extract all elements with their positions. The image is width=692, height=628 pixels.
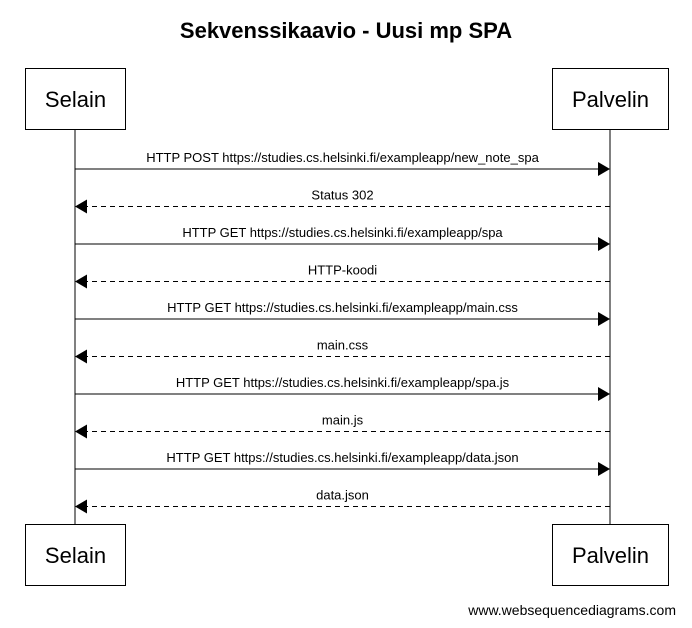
- message-7-arrowhead: [598, 387, 610, 401]
- message-1: HTTP POST https://studies.cs.helsinki.fi…: [75, 150, 610, 176]
- message-4-label: HTTP-koodi: [308, 263, 377, 278]
- message-6-label: main.css: [317, 338, 369, 353]
- message-1-arrowhead: [598, 162, 610, 176]
- message-10: data.json: [75, 488, 610, 514]
- message-2-label: Status 302: [311, 188, 373, 203]
- message-6-arrowhead: [75, 349, 87, 364]
- actor-palvelin-bottom: Palvelin: [552, 524, 669, 586]
- message-9-arrowhead: [598, 462, 610, 476]
- actor-selain-bottom-label: Selain: [45, 543, 106, 568]
- message-9-label: HTTP GET https://studies.cs.helsinki.fi/…: [166, 450, 518, 465]
- actor-palvelin-bottom-label: Palvelin: [572, 543, 649, 568]
- actor-palvelin-top: Palvelin: [552, 68, 669, 130]
- actor-selain-bottom: Selain: [25, 524, 126, 586]
- message-9: HTTP GET https://studies.cs.helsinki.fi/…: [75, 450, 610, 476]
- actor-selain-top-box: [25, 68, 126, 130]
- message-7: HTTP GET https://studies.cs.helsinki.fi/…: [75, 375, 610, 401]
- message-3-arrowhead: [598, 237, 610, 251]
- message-2: Status 302: [75, 188, 610, 214]
- watermark-text: www.websequencediagrams.com: [467, 602, 676, 618]
- messages: HTTP POST https://studies.cs.helsinki.fi…: [75, 150, 610, 514]
- message-5-label: HTTP GET https://studies.cs.helsinki.fi/…: [167, 300, 518, 315]
- actor-selain-top: Selain: [25, 68, 126, 130]
- actor-palvelin-top-box: [552, 68, 669, 130]
- actor-selain-top-label: Selain: [45, 87, 106, 112]
- message-1-label: HTTP POST https://studies.cs.helsinki.fi…: [146, 150, 539, 165]
- diagram-title: Sekvenssikaavio - Uusi mp SPA: [180, 18, 512, 43]
- message-8-label: main.js: [322, 413, 364, 428]
- message-4: HTTP-koodi: [75, 263, 610, 289]
- message-5: HTTP GET https://studies.cs.helsinki.fi/…: [75, 300, 610, 326]
- actor-palvelin-bottom-box: [552, 524, 669, 586]
- message-10-arrowhead: [75, 499, 87, 514]
- message-4-arrowhead: [75, 274, 87, 289]
- actor-selain-bottom-box: [25, 524, 126, 586]
- message-8: main.js: [75, 413, 610, 439]
- message-2-arrowhead: [75, 199, 87, 214]
- message-7-label: HTTP GET https://studies.cs.helsinki.fi/…: [176, 375, 510, 390]
- message-10-label: data.json: [316, 488, 369, 503]
- message-3-label: HTTP GET https://studies.cs.helsinki.fi/…: [182, 225, 503, 240]
- actor-palvelin-top-label: Palvelin: [572, 87, 649, 112]
- message-8-arrowhead: [75, 424, 87, 439]
- message-3: HTTP GET https://studies.cs.helsinki.fi/…: [75, 225, 610, 251]
- message-5-arrowhead: [598, 312, 610, 326]
- message-6: main.css: [75, 338, 610, 364]
